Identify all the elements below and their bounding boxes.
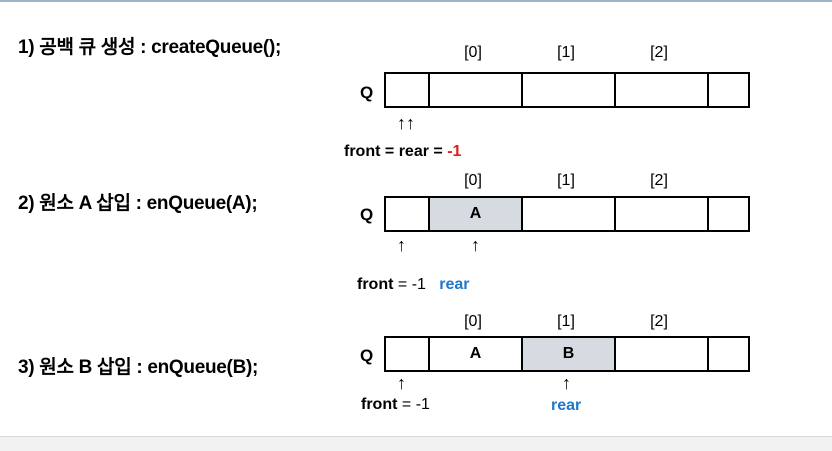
queue-cell [707,74,748,106]
top-border [0,0,832,2]
queue-cell: A [428,198,521,230]
index-label: [2] [650,172,668,189]
queue-cell [521,74,614,106]
queue-array: A [384,196,750,232]
index-label: [1] [557,172,575,189]
step-2-title: 2) 원소 A 삽입 : enQueue(A); [18,193,258,214]
queue-cell [386,74,428,106]
pointer-equation: front = -1 rear [357,276,470,294]
queue-label: Q [360,346,374,365]
equals-sign: = [384,143,395,160]
pointer-value: -1 [447,143,462,160]
rear-label: rear [551,397,582,414]
bottom-bar [0,436,832,451]
queue-cell [614,74,707,106]
queue-cell: B [521,338,614,370]
index-label: [2] [650,44,668,61]
index-label: [0] [464,44,482,61]
front-label: front [344,143,381,160]
queue-cell [386,198,428,230]
queue-cell [707,198,748,230]
queue-array [384,72,750,108]
index-label: [0] [464,172,482,189]
front-label: front [357,276,394,293]
queue-cell [428,74,521,106]
queue-label: Q [360,83,374,102]
step-3-title: 3) 원소 B 삽입 : enQueue(B); [18,357,259,378]
index-label: [2] [650,313,668,330]
queue-cell [614,198,707,230]
queue-cell [614,338,707,370]
index-label: [0] [464,313,482,330]
rear-label: rear [439,276,470,293]
front-value: -1 [415,396,430,413]
equals-sign: = [401,396,412,413]
rear-label: rear [398,143,429,160]
front-label: front [361,396,398,413]
front-equation: front = -1 [361,396,430,414]
index-label: [1] [557,313,575,330]
equals-sign: = [397,276,408,293]
front-arrow: ↑ [397,235,406,255]
queue-label: Q [360,205,374,224]
front-rear-equation: front = rear = -1 [344,143,461,161]
queue-cell [521,198,614,230]
queue-cell [707,338,748,370]
step-1-title: 1) 공백 큐 생성 : createQueue(); [18,37,282,58]
index-label: [1] [557,44,575,61]
queue-cell: A [428,338,521,370]
queue-cell [386,338,428,370]
rear-arrow: ↑ [471,235,480,255]
front-rear-arrows: ↑↑ [397,113,415,133]
front-arrow: ↑ [397,373,406,393]
front-value: -1 [411,276,426,293]
queue-array: A B [384,336,750,372]
equals-sign: = [433,143,443,160]
rear-arrow: ↑ [562,373,571,393]
